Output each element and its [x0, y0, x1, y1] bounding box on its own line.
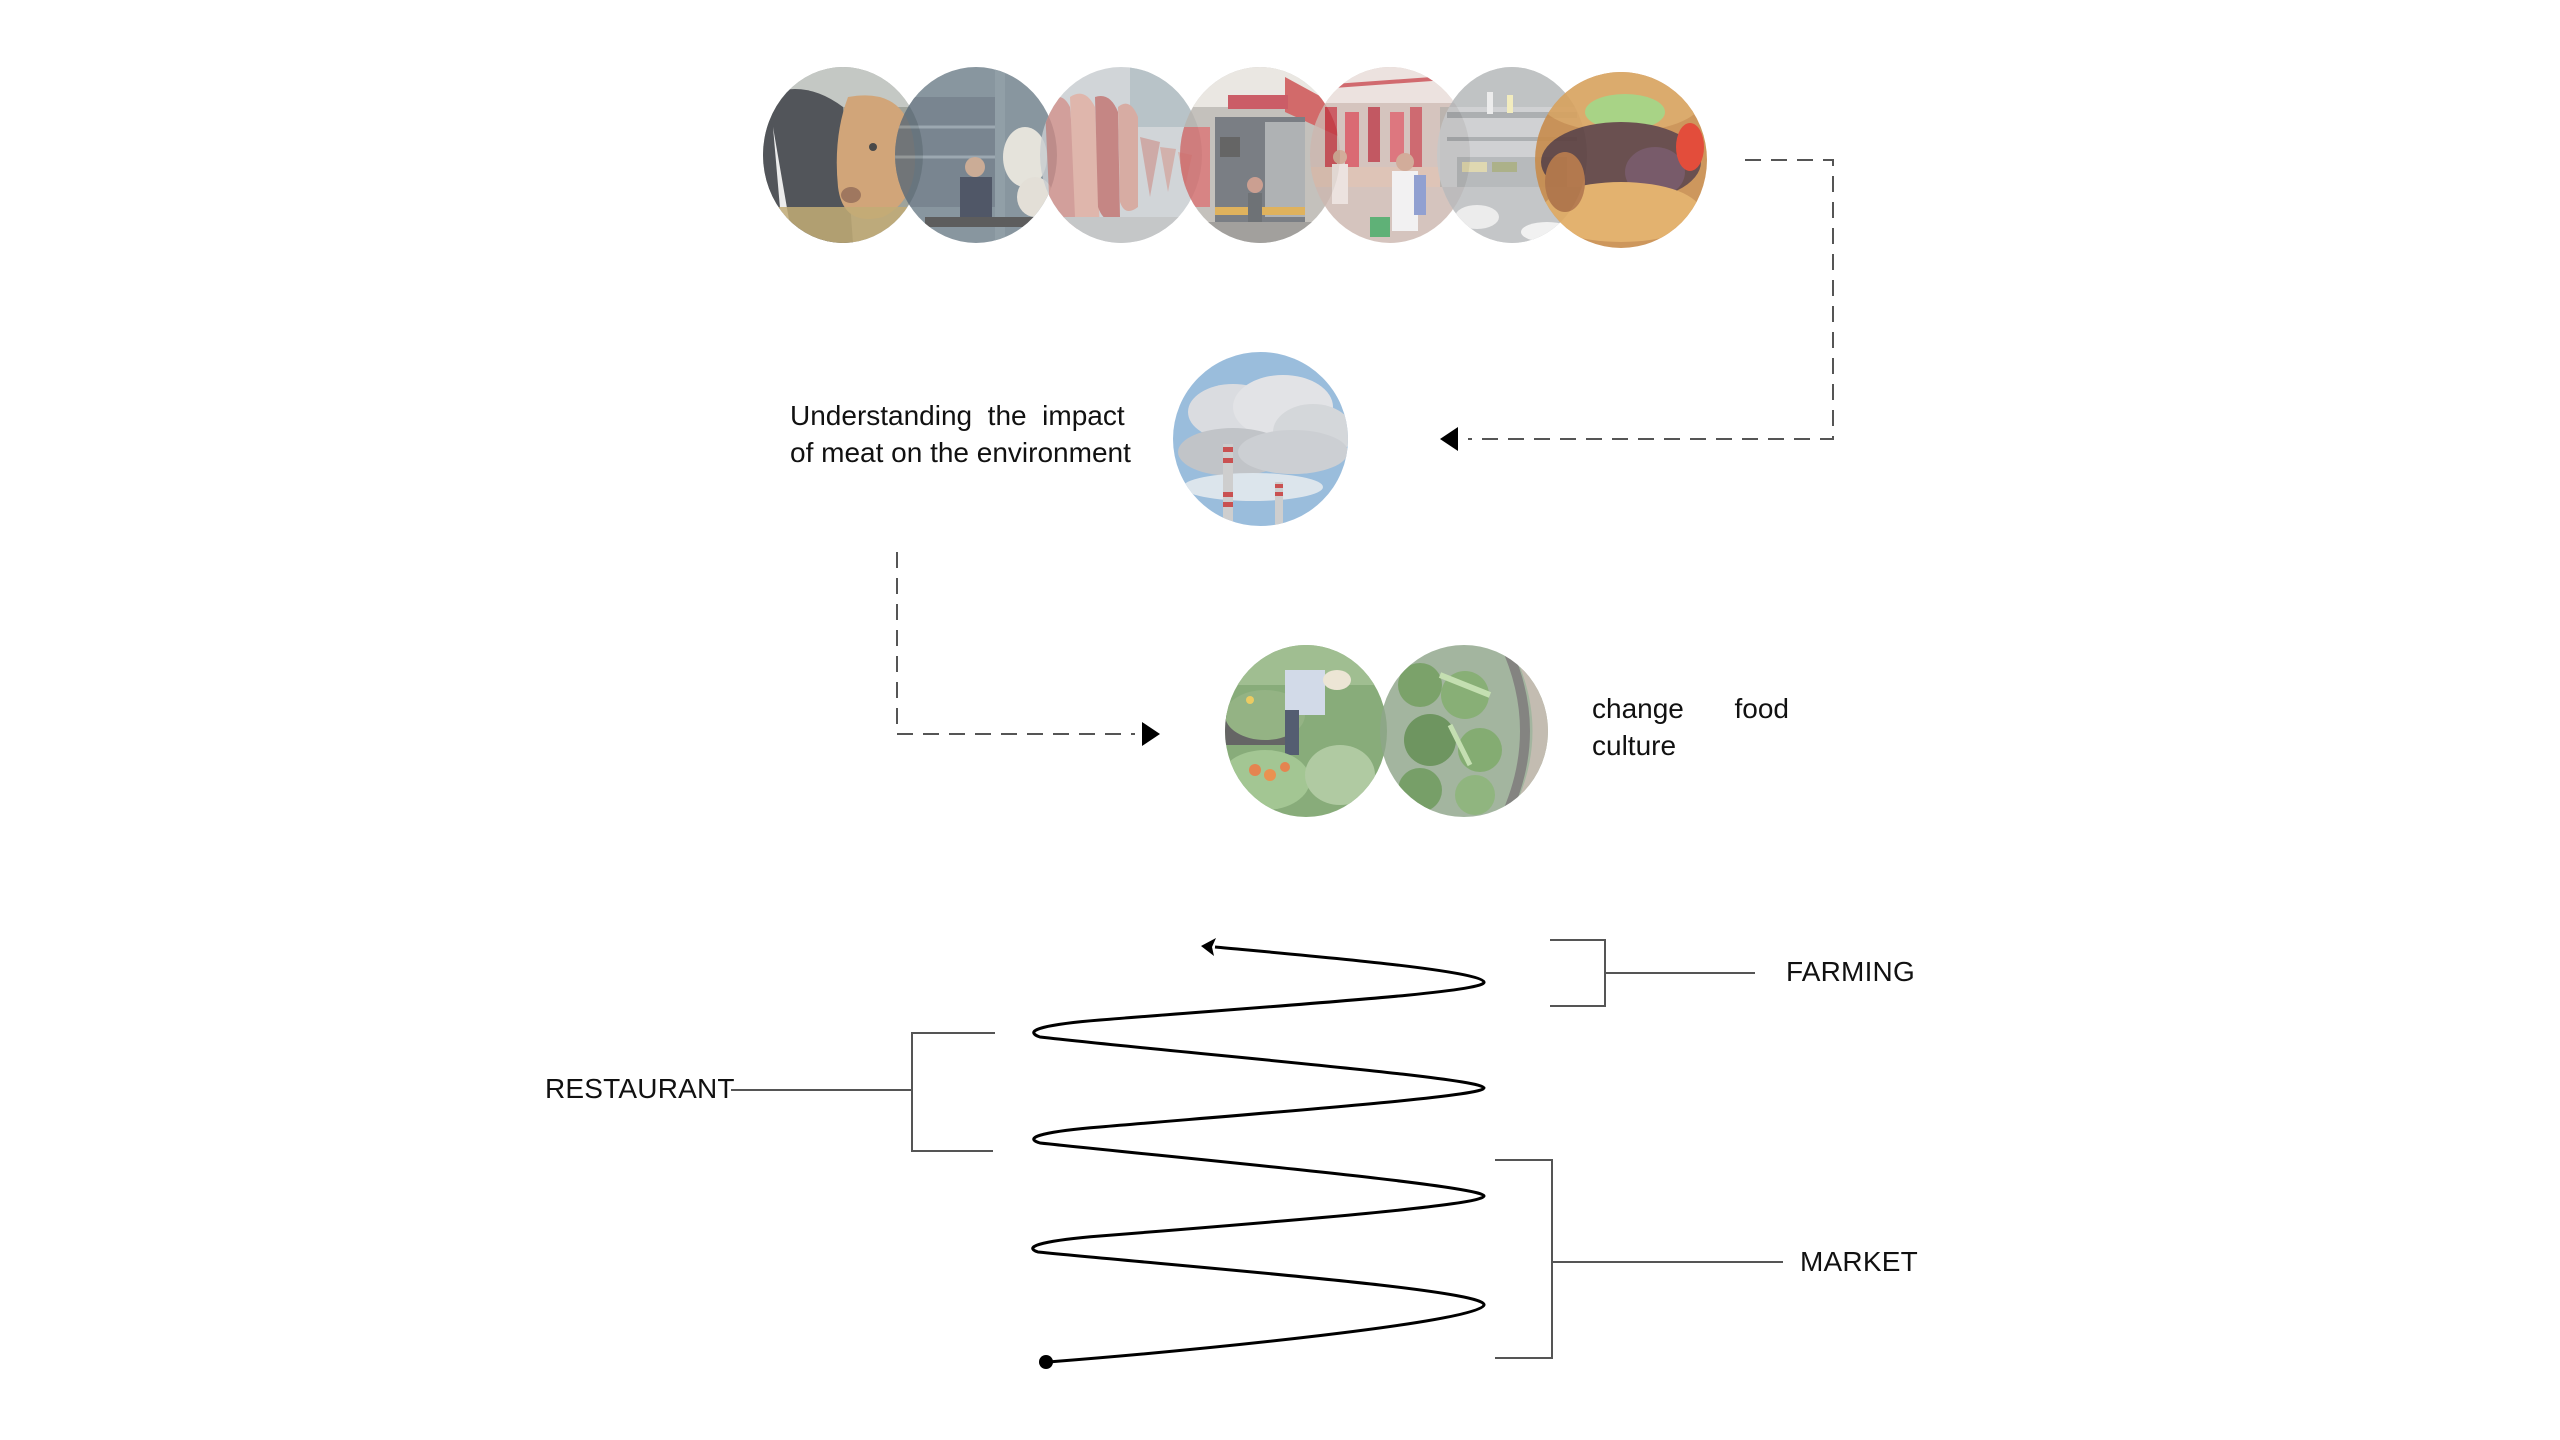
label-farming: FARMING [1786, 956, 1915, 987]
dashed-arrow-to-change [896, 552, 1160, 746]
change-caption-line1: change food [1592, 690, 1789, 727]
label-market: MARKET [1800, 1246, 1918, 1277]
dashed-arrow-to-environment [1440, 159, 1834, 451]
spiral-arrowhead-icon [1201, 938, 1216, 956]
food-word: food [1734, 693, 1790, 724]
image-smokestacks [1173, 352, 1348, 526]
market-bracket [1495, 1159, 1783, 1359]
spiral-start-dot [1039, 1355, 1053, 1369]
spiral-path [1031, 938, 1486, 1369]
image-meat-dish [1535, 72, 1707, 248]
environment-caption-line1: Understanding the impact [790, 400, 1125, 431]
arrowhead-left-icon [1440, 427, 1458, 451]
environment-caption: Understanding the impact of meat on the … [790, 397, 1142, 471]
environment-caption-line2: of meat on the environment [790, 437, 1131, 468]
label-restaurant: RESTAURANT [545, 1073, 735, 1104]
change-caption: change food culture [1592, 690, 1792, 764]
change-word: change [1592, 693, 1684, 724]
change-caption-line2: culture [1592, 730, 1677, 761]
restaurant-bracket [731, 1032, 995, 1152]
image-livestock-transport [895, 67, 1057, 243]
image-broccoli-dish [1380, 645, 1548, 817]
arrowhead-right-icon [1142, 722, 1160, 746]
farming-bracket [1550, 939, 1755, 1007]
